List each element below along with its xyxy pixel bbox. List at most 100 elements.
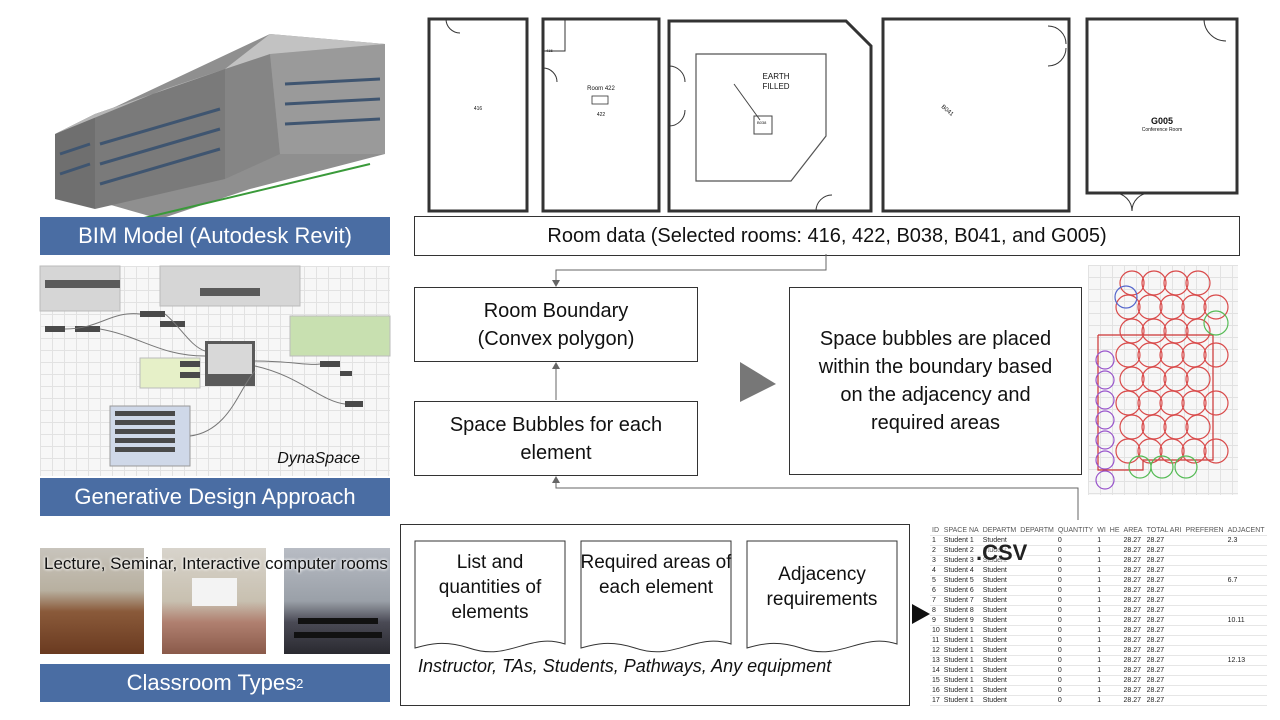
csv-cell — [1107, 595, 1122, 606]
csv-cell — [1183, 635, 1226, 646]
csv-cell: 1 — [1095, 615, 1108, 626]
classroom-caption: Lecture, Seminar, Interactive computer r… — [44, 554, 388, 573]
csv-cell: 1 — [1095, 575, 1108, 586]
space-bubble — [1128, 455, 1152, 479]
space-bubble — [1181, 390, 1207, 416]
csv-cell: 13 — [930, 655, 942, 666]
csv-cell: 1 — [1095, 665, 1108, 676]
csv-cell — [1107, 555, 1122, 566]
csv-cell: Student 1 — [941, 645, 981, 656]
csv-cell: 0 — [1055, 665, 1096, 676]
earth-filled-note: EARTH FILLED — [762, 72, 790, 91]
csv-cell: 1 — [1095, 635, 1108, 646]
bim-model-label: BIM Model (Autodesk Revit) — [40, 217, 390, 255]
csv-cell: 28.27 — [1144, 655, 1184, 666]
space-bubble — [1119, 270, 1145, 296]
space-bubble — [1185, 270, 1211, 296]
floor-plan-b041: B041 — [880, 16, 1072, 214]
space-bubble — [1181, 438, 1207, 464]
space-bubble — [1141, 366, 1167, 392]
space-bubble — [1163, 270, 1189, 296]
csv-cell: 1 — [1095, 555, 1108, 566]
floor-plan-g005: G005 Conference Room — [1084, 16, 1240, 214]
csv-cell: 28.27 — [1121, 685, 1145, 696]
csv-cell: 28.27 — [1144, 615, 1184, 626]
csv-cell: 0 — [1055, 575, 1096, 586]
csv-cell — [1183, 645, 1226, 656]
csv-cell: Student 1 — [941, 535, 981, 546]
csv-cell: 6 — [930, 585, 942, 596]
csv-cell: 11 — [930, 635, 942, 646]
csv-cell: 28.27 — [1121, 555, 1145, 566]
csv-cell: 1 — [930, 535, 942, 546]
csv-cell: 28.27 — [1121, 585, 1145, 596]
csv-cell: 28.27 — [1144, 595, 1184, 606]
csv-cell: 1 — [1095, 545, 1108, 556]
csv-cell — [1107, 575, 1122, 586]
csv-cell — [1018, 615, 1056, 626]
csv-cell: Student — [980, 655, 1019, 666]
csv-cell: 28.27 — [1121, 535, 1145, 546]
space-bubble — [1181, 342, 1207, 368]
csv-cell — [1183, 595, 1226, 606]
csv-cell: 1 — [1095, 565, 1108, 576]
space-bubble — [1115, 294, 1141, 320]
lecture-room-photo — [40, 548, 144, 654]
classroom-types-label-text: Classroom Types — [126, 670, 297, 695]
csv-header-cell: AREA — [1121, 526, 1145, 536]
space-bubble — [1095, 350, 1115, 370]
csv-cell — [1225, 665, 1267, 676]
csv-cell: Student — [980, 645, 1019, 656]
csv-cell — [1225, 585, 1267, 596]
space-bubble — [1114, 285, 1138, 309]
csv-cell: 28.27 — [1121, 655, 1145, 666]
csv-cell: 28.27 — [1121, 605, 1145, 616]
csv-cell: 5 — [930, 575, 942, 586]
csv-cell — [1183, 565, 1226, 576]
csv-cell: 3 — [930, 555, 942, 566]
csv-cell: 28.27 — [1121, 545, 1145, 556]
csv-cell — [1183, 585, 1226, 596]
room-data-text: Room data (Selected rooms: 416, 422, B03… — [547, 225, 1107, 247]
space-bubble — [1095, 450, 1115, 470]
generative-design-label-text: Generative Design Approach — [74, 484, 356, 509]
csv-cell — [1107, 655, 1122, 666]
space-bubbles-box: Space Bubbles for each element — [414, 401, 698, 476]
space-bubble — [1119, 366, 1145, 392]
csv-cell — [1018, 695, 1056, 706]
csv-cell: Student — [980, 675, 1019, 686]
csv-cell — [1183, 675, 1226, 686]
csv-cell: 16 — [930, 685, 942, 696]
csv-cell: Student 1 — [941, 665, 981, 676]
bubble-placement-diagram — [1088, 265, 1238, 495]
csv-cell: 0 — [1055, 675, 1096, 686]
space-bubble — [1203, 342, 1229, 368]
csv-cell: 28.27 — [1144, 635, 1184, 646]
csv-cell: Student — [980, 615, 1019, 626]
csv-cell: Student — [980, 545, 1019, 556]
csv-cell: 28.27 — [1144, 645, 1184, 656]
csv-cell: 6.7 — [1225, 575, 1267, 586]
plan-422-door-label: 415 — [546, 48, 553, 53]
csv-cell — [1183, 695, 1226, 706]
csv-cell — [1107, 645, 1122, 656]
space-bubble — [1174, 455, 1198, 479]
csv-cell — [1018, 575, 1056, 586]
csv-header-cell: WI — [1095, 526, 1108, 536]
space-bubble — [1095, 410, 1115, 430]
csv-cell — [1225, 555, 1267, 566]
room-boundary-text: Room Boundary (Convex polygon) — [477, 299, 635, 350]
room-boundary-box: Room Boundary (Convex polygon) — [414, 287, 698, 362]
csv-cell — [1018, 535, 1056, 546]
csv-cell — [1183, 685, 1226, 696]
csv-cell: Student 1 — [941, 675, 981, 686]
computer-room-photo — [284, 548, 390, 654]
